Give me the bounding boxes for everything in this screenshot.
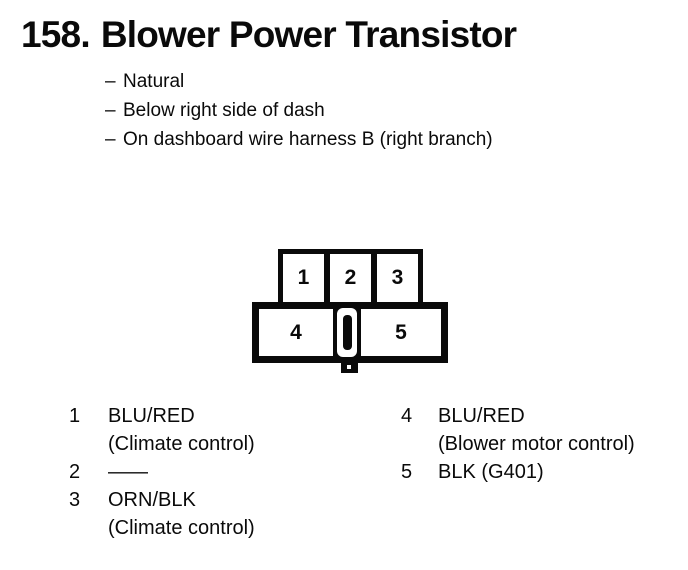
pin-number-2: 2 (344, 266, 357, 289)
pin-number-1: 1 (297, 266, 310, 289)
legend-text: BLU/RED (Climate control) (108, 402, 255, 458)
pin-number-5: 5 (395, 320, 407, 344)
legend-left-column: 1 BLU/RED (Climate control) 2 —— 3 ORN/B… (66, 402, 366, 542)
list-item: – On dashboard wire harness B (right bra… (105, 125, 493, 154)
pin-cell-2: 2 (330, 254, 371, 302)
detail-text: On dashboard wire harness B (right branc… (123, 129, 493, 150)
wire-color: ORN/BLK (108, 489, 196, 511)
detail-list: – Natural – Below right side of dash – O… (105, 67, 493, 154)
connector-mount-tab (341, 361, 358, 373)
legend-pin-number: 4 (401, 405, 413, 427)
wire-color: BLK (G401) (438, 461, 544, 483)
wire-color: BLU/RED (108, 405, 195, 427)
legend-text: —— (108, 458, 148, 486)
connector-diagram: 1 2 3 4 5 (252, 249, 448, 374)
legend-pin-number: 5 (401, 461, 413, 483)
legend-text: BLU/RED (Blower motor control) (438, 402, 635, 458)
legend-pin-number: 3 (69, 489, 81, 511)
pin-cell-1: 1 (283, 254, 324, 302)
legend-text: BLK (G401) (438, 458, 544, 486)
list-item: – Natural (105, 67, 493, 96)
legend-entry-pin-1: 1 BLU/RED (Climate control) (66, 402, 366, 458)
legend-entry-pin-3: 3 ORN/BLK (Climate control) (66, 486, 366, 542)
connector-top-row: 1 2 3 (278, 249, 423, 307)
keyway-slot (333, 302, 361, 363)
pin-cell-4: 4 (259, 309, 333, 356)
detail-text: Below right side of dash (123, 100, 325, 121)
section-title: Blower Power Transistor (100, 14, 517, 55)
bullet-dash: – (105, 71, 116, 92)
connector-mount-tab-hole (347, 365, 351, 369)
wire-note: (Climate control) (108, 517, 255, 539)
pin-cell-5: 5 (361, 309, 441, 356)
pin-number-3: 3 (391, 266, 404, 289)
connector-bottom-row: 4 5 (252, 302, 448, 363)
wire-color: BLU/RED (438, 405, 525, 427)
detail-text: Natural (123, 71, 185, 92)
pin-number-4: 4 (290, 320, 302, 344)
legend-entry-pin-4: 4 BLU/RED (Blower motor control) (398, 402, 683, 458)
pin-cell-3: 3 (377, 254, 418, 302)
bullet-dash: – (105, 129, 116, 150)
legend-text: ORN/BLK (Climate control) (108, 486, 255, 542)
wire-note: (Climate control) (108, 433, 255, 455)
list-item: – Below right side of dash (105, 96, 493, 125)
keyway-slot-opening (337, 308, 357, 357)
legend-pin-number: 1 (69, 405, 81, 427)
wire-note: (Blower motor control) (438, 433, 635, 455)
legend-pin-number: 2 (69, 461, 81, 483)
bullet-dash: – (105, 100, 116, 121)
legend-right-column: 4 BLU/RED (Blower motor control) 5 BLK (… (398, 402, 683, 486)
keyway-slot-key (342, 315, 352, 350)
legend-entry-pin-2: 2 —— (66, 458, 366, 486)
legend-entry-pin-5: 5 BLK (G401) (398, 458, 683, 486)
section-number: 158. (21, 14, 91, 55)
wire-color: —— (108, 461, 148, 483)
page-title: 158.Blower Power Transistor (21, 14, 517, 56)
